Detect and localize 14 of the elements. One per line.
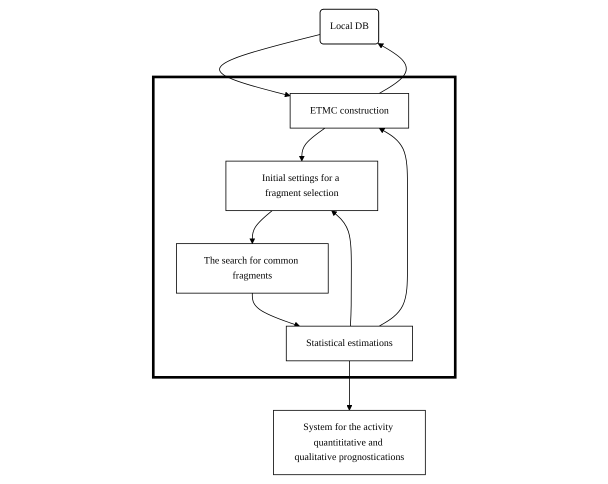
arrow <box>249 210 272 244</box>
node-box: Initial settings for a fragment selection <box>225 160 378 212</box>
arrow <box>378 128 408 327</box>
arrow <box>252 292 300 328</box>
node-box: System for the activity quantititative and qualitative prognostications <box>272 410 426 476</box>
node-box: Statistical estimations <box>286 326 413 362</box>
arrow <box>377 43 406 94</box>
arrow <box>218 34 321 98</box>
node-box: The search for common fragments <box>176 243 328 294</box>
node-box: ETMC construction <box>289 93 409 128</box>
arrow <box>298 128 326 162</box>
arrow <box>331 210 352 327</box>
cluster <box>152 76 456 379</box>
arrow <box>346 360 352 411</box>
